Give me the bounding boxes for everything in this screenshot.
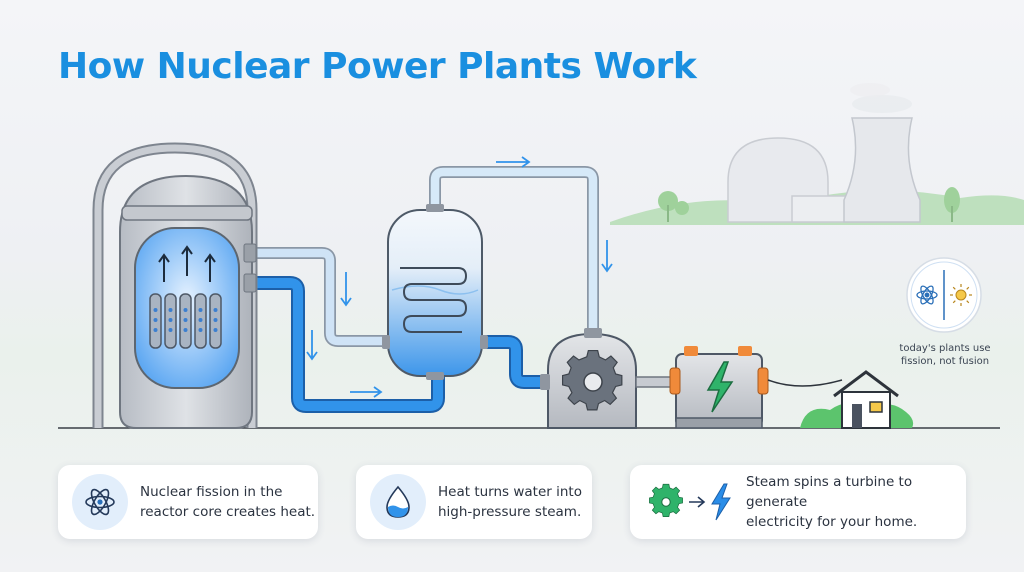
primary-loop-pipe — [248, 276, 445, 413]
gear-bolt-icon — [646, 482, 734, 522]
card-turbine: Steam spins a turbine to generate electr… — [630, 465, 966, 539]
card-line: Steam spins a turbine to generate — [746, 474, 913, 510]
coolant-return-pipe — [248, 247, 388, 347]
arrow-down-icon — [306, 330, 318, 361]
power-line — [767, 379, 843, 387]
arrow-down-icon — [340, 272, 352, 307]
badge-caption: today's plants use fission, not fusion — [886, 342, 1004, 368]
water-drop-icon — [386, 485, 410, 518]
turbine-gear-icon — [561, 350, 623, 411]
tank-to-turbine-pipe — [484, 335, 548, 389]
heat-arrows — [158, 245, 216, 282]
badge-caption-line: today's plants use — [899, 343, 991, 354]
card-line: reactor core creates heat. — [140, 504, 316, 520]
fuel-rods — [149, 293, 222, 349]
atom-icon — [916, 285, 938, 305]
home — [800, 370, 914, 429]
heat-exchanger-coil — [400, 267, 468, 333]
flow-arrows — [306, 156, 613, 398]
background-landscape — [610, 83, 1024, 225]
tree-left — [658, 191, 689, 222]
steam-pipe — [429, 166, 599, 336]
card-icon — [370, 474, 426, 530]
card-text: Steam spins a turbine to generate electr… — [746, 472, 966, 532]
fission-badge — [906, 257, 982, 333]
generator — [669, 346, 769, 429]
arrow-right-icon — [496, 156, 531, 168]
card-line: electricity for your home. — [746, 514, 918, 530]
turbine — [540, 328, 637, 429]
sun-icon — [950, 284, 972, 306]
card-line: Nuclear fission in the — [140, 484, 283, 500]
atom-icon — [85, 488, 115, 516]
lightning-bolt-icon — [706, 361, 734, 413]
card-line: high-pressure steam. — [438, 504, 582, 520]
gear-icon — [649, 483, 683, 518]
arrow-right-icon — [350, 386, 383, 398]
page-title: How Nuclear Power Plants Work — [58, 46, 697, 87]
card-text: Heat turns water into high-pressure stea… — [438, 482, 582, 522]
cooling-tower — [843, 83, 921, 223]
reactor — [92, 142, 258, 429]
badge-caption-line: fission, not fusion — [900, 356, 990, 367]
arrow-right-icon — [689, 496, 706, 508]
arrow-down-icon — [601, 240, 613, 273]
card-steam: Heat turns water into high-pressure stea… — [356, 465, 592, 539]
card-icon — [72, 474, 128, 530]
steam-generator — [382, 204, 488, 380]
card-text: Nuclear fission in the reactor core crea… — [140, 482, 315, 522]
card-fission: Nuclear fission in the reactor core crea… — [58, 465, 318, 539]
card-line: Heat turns water into — [438, 484, 582, 500]
lightning-bolt-icon — [711, 483, 731, 521]
tree-right — [944, 187, 960, 222]
